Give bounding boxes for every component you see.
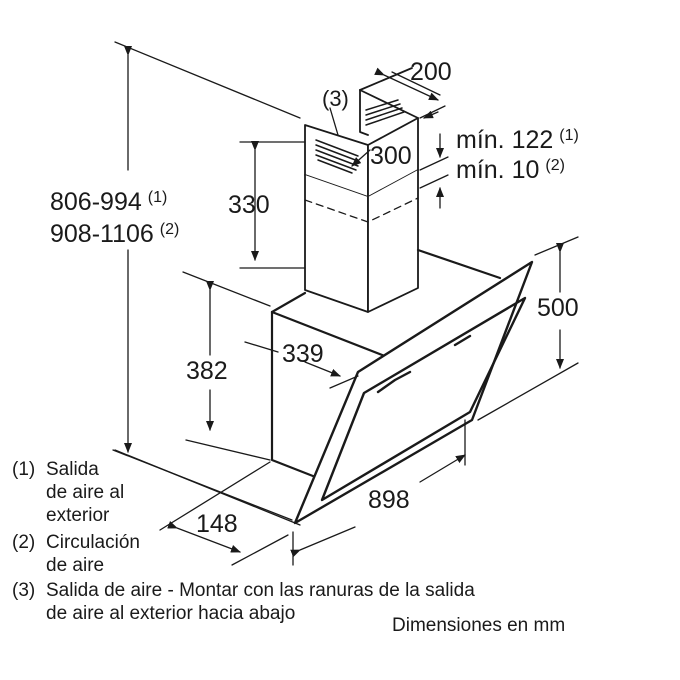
legend-1-line-1: Salida bbox=[46, 459, 99, 480]
legend-item-3: (3) Salida de aire - Montar con las ranur… bbox=[12, 579, 475, 625]
legend-3-num: (3) bbox=[12, 580, 36, 601]
chimney-callout-label: (3) bbox=[322, 86, 349, 111]
width-label: 898 bbox=[368, 486, 410, 514]
legend-item-2: (2) Circulación de aire bbox=[12, 531, 140, 577]
chimney-height-label: 330 bbox=[228, 191, 270, 219]
base-depth-label: 148 bbox=[196, 510, 238, 538]
legend-item-1: (1) Salida de aire al exterior bbox=[12, 458, 124, 527]
clearance-1-label: mín. 122 (1) bbox=[456, 128, 579, 153]
chimney-dimensions bbox=[239, 67, 449, 269]
body-height-dimension bbox=[182, 271, 271, 461]
clearance-2-label: mín. 10 (2) bbox=[456, 158, 565, 183]
chimney-depth-label: 300 bbox=[370, 142, 412, 170]
legend-3-line-1: Salida de aire - Montar con las ranuras … bbox=[46, 580, 475, 601]
hood-body bbox=[270, 248, 502, 480]
clearance-1-value: mín. 122 bbox=[456, 126, 554, 154]
total-height-1-value: 806-994 bbox=[50, 188, 142, 216]
clearance-2-note: (2) bbox=[545, 157, 565, 174]
body-depth-dimension bbox=[244, 341, 359, 389]
body-depth-label: 339 bbox=[282, 340, 324, 368]
total-height-2-value: 908-1106 bbox=[50, 220, 154, 248]
base-dimensions bbox=[112, 419, 466, 566]
legend-1-line-2: de aire al bbox=[46, 482, 125, 503]
clearance-1-note: (1) bbox=[559, 127, 579, 144]
chimney-lower bbox=[304, 169, 419, 313]
legend-2-line-2: de aire bbox=[46, 555, 105, 576]
body-height-label: 382 bbox=[186, 357, 228, 385]
chimney-width-label: 200 bbox=[410, 58, 452, 86]
legend-1-num: (1) bbox=[12, 459, 36, 480]
units-note: Dimensiones en mm bbox=[392, 615, 566, 636]
glass-height-dimension bbox=[477, 236, 579, 421]
legend-3-line-2: de aire al exterior hacia abajo bbox=[46, 603, 296, 624]
total-height-2-note: (2) bbox=[159, 221, 180, 238]
glass-height-label: 500 bbox=[537, 294, 579, 322]
vent-slots-icon bbox=[315, 99, 405, 174]
legend-1-line-3: exterior bbox=[46, 505, 110, 526]
total-height-2-label: 908-1106 (2) bbox=[50, 222, 179, 247]
legend-2-num: (2) bbox=[12, 532, 36, 553]
total-height-1-note: (1) bbox=[147, 189, 168, 206]
total-height-1-label: 806-994 (1) bbox=[50, 190, 167, 215]
glass-panel bbox=[293, 260, 534, 525]
clearance-2-value: mín. 10 bbox=[456, 156, 540, 184]
legend-2-line-1: Circulación bbox=[46, 532, 140, 553]
